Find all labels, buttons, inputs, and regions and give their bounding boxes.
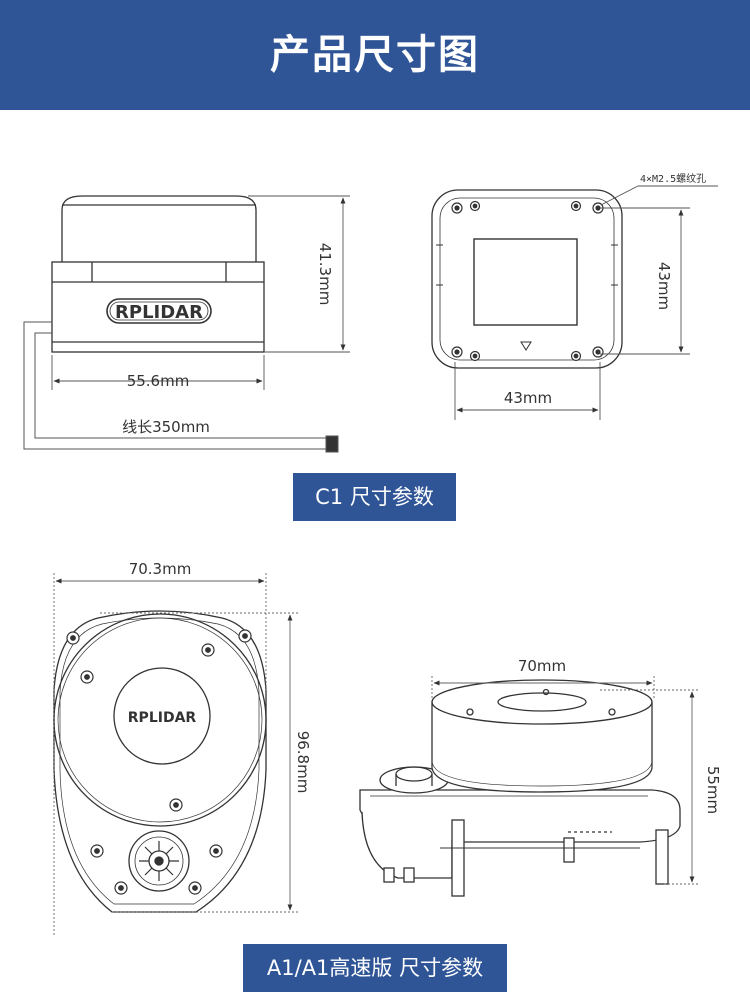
c1-bottom-width-label: 43mm <box>504 389 552 407</box>
a1-caption: A1/A1高速版 尺寸参数 <box>243 944 507 992</box>
header-banner <box>0 0 750 110</box>
a1-side-width-label: 70mm <box>518 657 566 675</box>
a1-logo: RPLIDAR <box>128 710 197 726</box>
a1-width-label: 70.3mm <box>129 560 192 578</box>
c1-logo: RPLIDAR <box>115 302 203 323</box>
c1-hole-note: 4×M2.5螺纹孔 <box>640 172 706 185</box>
c1-bottom-view <box>431 189 623 369</box>
a1-side-height-label: 55mm <box>704 766 722 814</box>
a1-side-view <box>359 679 681 897</box>
c1-bottom-height-label: 43mm <box>655 262 673 310</box>
c1-cable <box>23 321 339 453</box>
c1-cable-length-label: 线长350mm <box>122 418 210 436</box>
c1-caption: C1 尺寸参数 <box>293 473 456 521</box>
c1-mounting-holes <box>451 200 604 362</box>
a1-height-label: 96.8mm <box>294 731 312 794</box>
a1-top-view <box>53 610 267 913</box>
page-title: 产品尺寸图 <box>270 32 480 78</box>
c1-height-label: 41.3mm <box>316 243 334 306</box>
c1-front-view <box>51 195 265 353</box>
c1-width-label: 55.6mm <box>127 372 190 390</box>
a1-top-screw-holes <box>66 629 252 895</box>
